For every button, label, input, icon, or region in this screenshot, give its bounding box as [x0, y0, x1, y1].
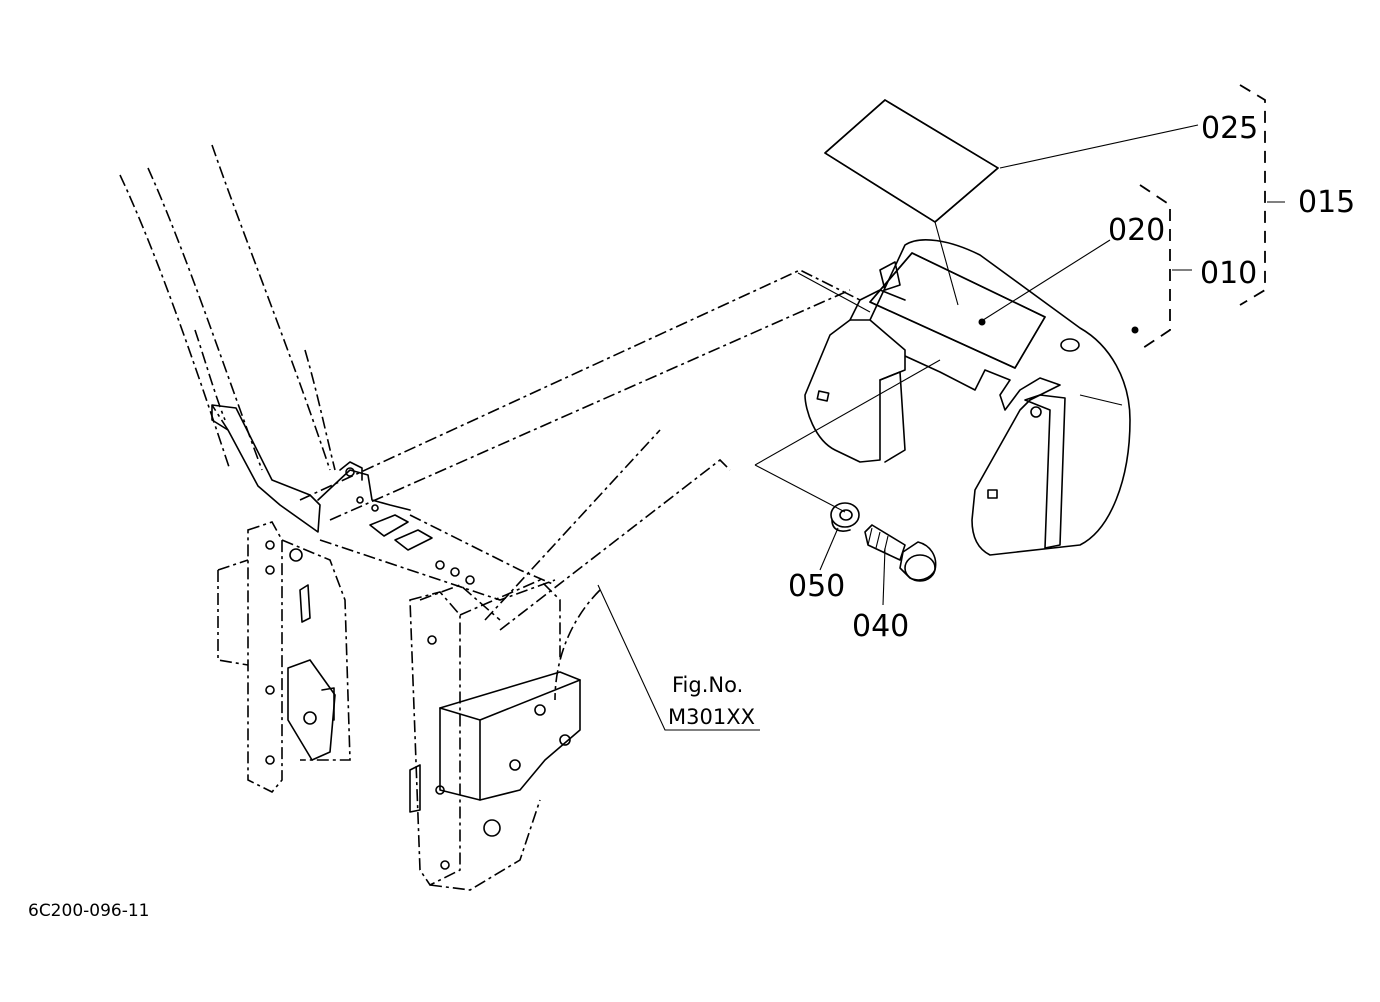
label-010: 010: [1200, 256, 1257, 291]
bolt-040: [864, 524, 937, 582]
fig-no-label: Fig.No.: [672, 673, 743, 697]
label-025: 025: [1201, 111, 1258, 146]
bracket-010: [804, 239, 1131, 556]
leader-lines: [597, 124, 1199, 731]
label-020: 020: [1108, 213, 1165, 248]
drawing-code: 6C200-096-11: [28, 901, 149, 921]
group-brackets: [1139, 84, 1285, 351]
label-050: 050: [788, 569, 845, 604]
decal-025: [824, 99, 999, 223]
fig-ref-label: M301XX: [668, 705, 755, 729]
label-015: 015: [1298, 185, 1355, 220]
frame-assembly: [119, 144, 861, 891]
label-040: 040: [852, 609, 909, 644]
